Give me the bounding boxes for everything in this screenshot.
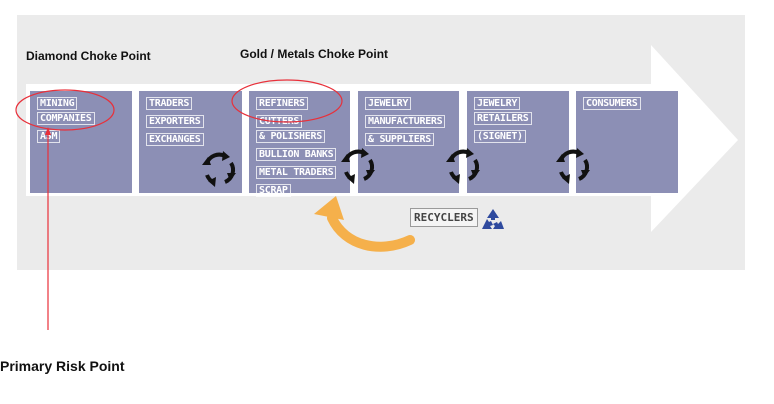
stage-refiners-line-1: REFINERS [256,97,308,110]
stage-consumers-line-1: CONSUMERS [583,97,641,110]
stage-refiners-line-4: BULLION BANKS [256,148,337,161]
diamond-choke-label: Diamond Choke Point [26,49,151,63]
stage-mining-line-1: MINING [37,97,78,110]
stage-refiners-line-2: CUTTERS [256,115,303,128]
stage-mining-line-2: COMPANIES [37,112,95,125]
recyclers-label: RECYCLERS [410,208,478,227]
primary-risk-label: Primary Risk Point [0,358,125,374]
cycle-arrows-icon [202,151,236,187]
cycle-arrows-icon [341,148,375,184]
stage-refiners: REFINERS CUTTERS & POLISHERS BULLION BAN… [249,91,350,197]
stage-retailers: JEWELRY RETAILERS (SIGNET) [467,91,569,193]
stage-manufacturers-line-1: JEWELRY [365,97,412,110]
stage-manufacturers-line-2: MANUFACTURERS [365,115,446,128]
stage-mining-line-3: ASM [37,130,61,143]
stage-retailers-line-3: (SIGNET) [474,130,526,143]
stage-manufacturers-line-3: & SUPPLIERS [365,133,434,146]
stage-traders-line-2: EXPORTERS [146,115,204,128]
cycle-arrows-icon [556,148,590,184]
stage-manufacturers: JEWELRY MANUFACTURERS & SUPPLIERS [358,91,459,193]
stage-retailers-line-1: JEWELRY [474,97,521,110]
stage-mining: MINING COMPANIES ASM [30,91,132,193]
stage-consumers: CONSUMERS [576,91,678,193]
stage-refiners-line-5: METAL TRADERS [256,166,337,179]
stage-refiners-line-3: & POLISHERS [256,130,325,143]
recycle-icon [482,209,504,229]
cycle-arrows-icon [446,148,480,184]
stage-traders-line-3: EXCHANGES [146,133,204,146]
stage-traders-line-1: TRADERS [146,97,193,110]
metals-choke-label: Gold / Metals Choke Point [240,47,389,61]
stage-traders: TRADERS EXPORTERS EXCHANGES [139,91,242,193]
stage-refiners-line-6: SCRAP [256,184,291,197]
stage-retailers-line-2: RETAILERS [474,112,532,125]
